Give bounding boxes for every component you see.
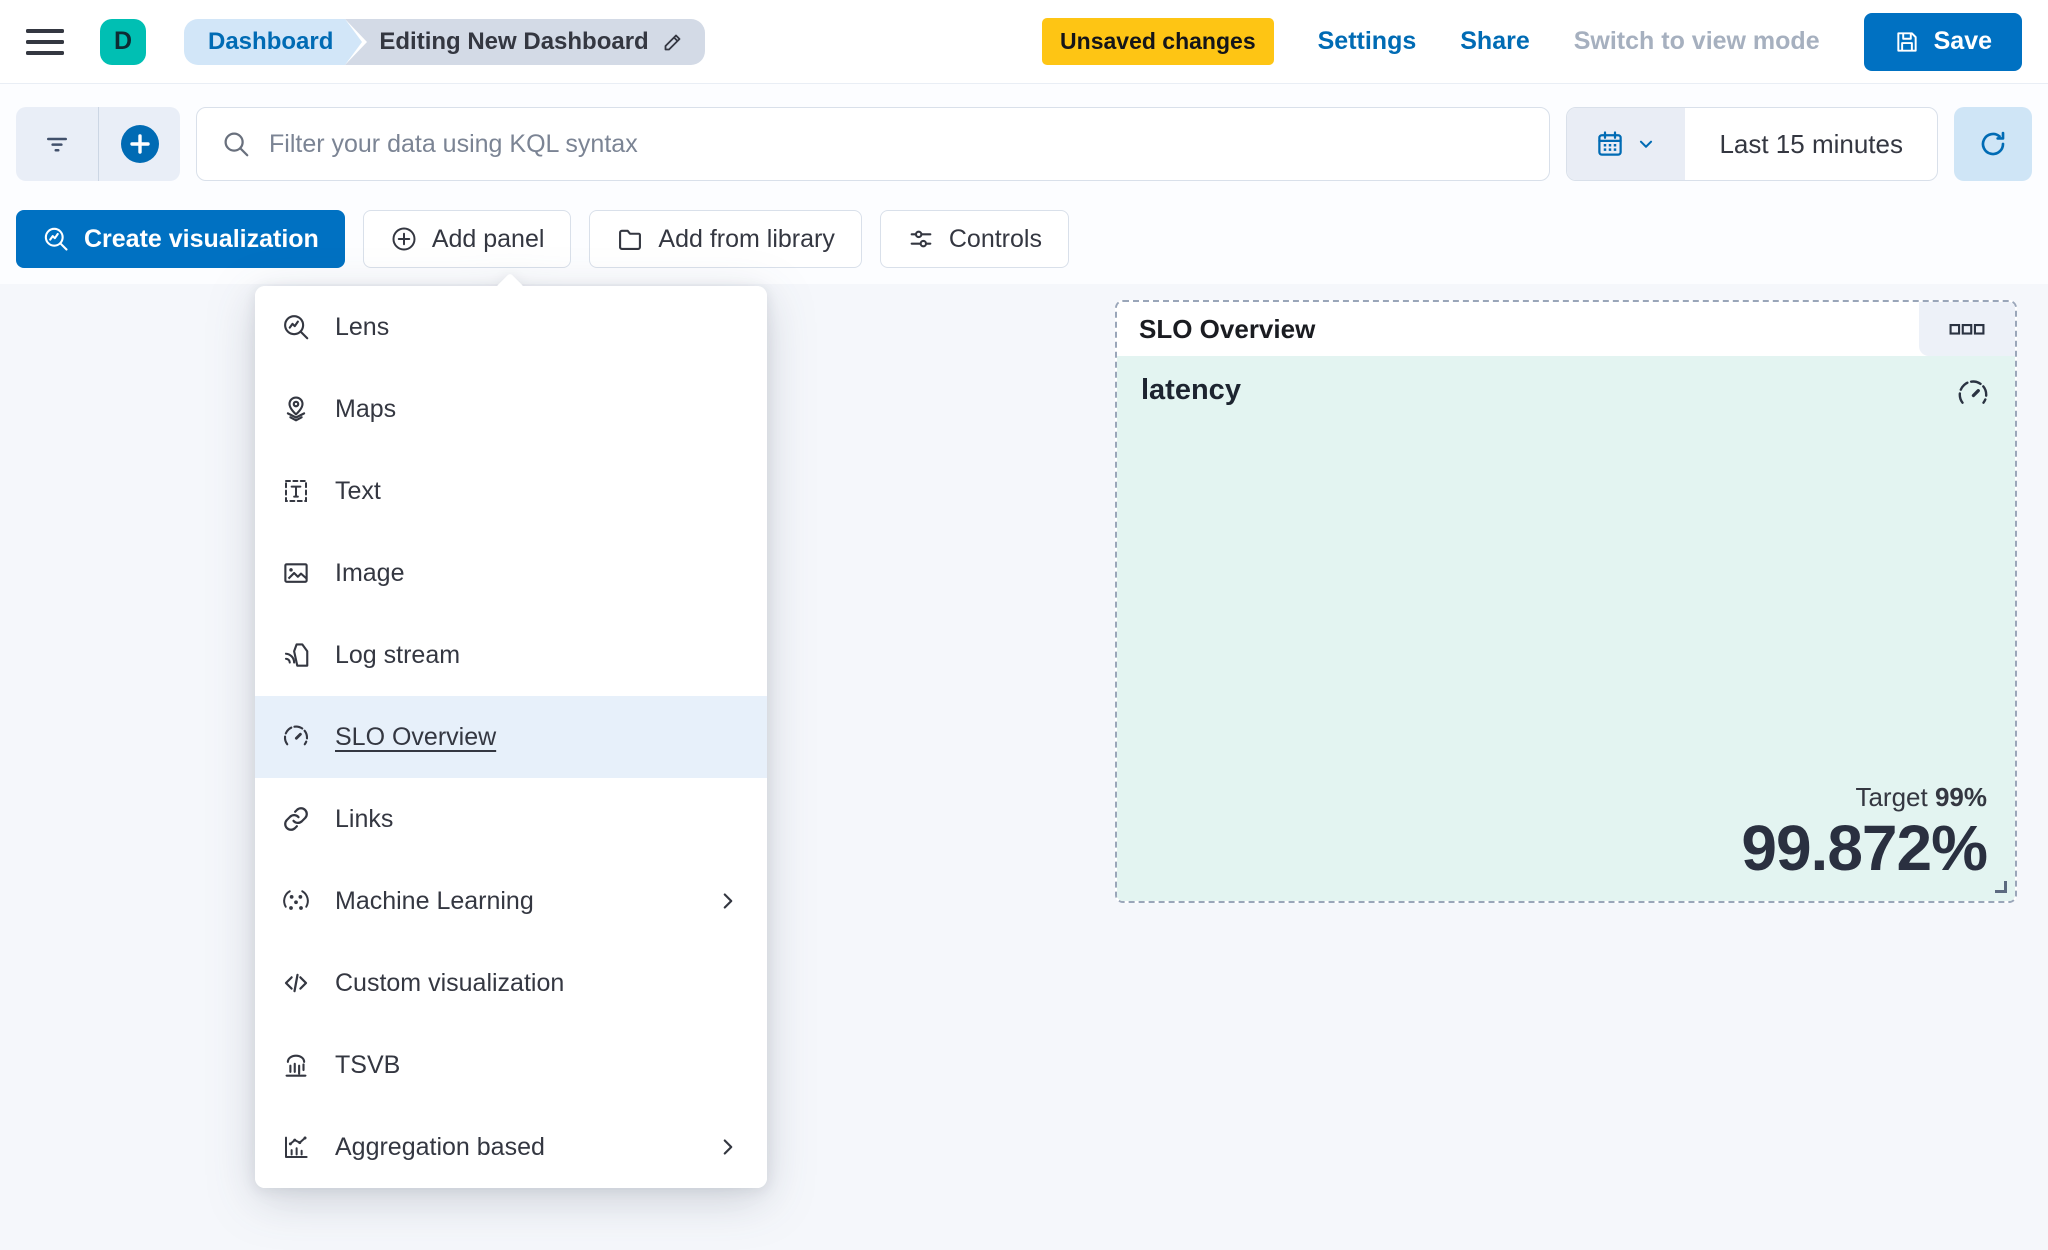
menu-item-label: Custom visualization [335, 968, 565, 997]
share-link[interactable]: Share [1460, 27, 1530, 55]
date-picker: Last 15 minutes [1566, 107, 1938, 181]
add-panel-menu: Lens Maps Text Image [255, 272, 767, 1188]
slo-target-value: 99% [1934, 782, 1987, 813]
menu-item-label: TSVB [335, 1050, 401, 1079]
add-filter-button[interactable] [98, 107, 180, 181]
unsaved-changes-badge: Unsaved changes [1042, 18, 1274, 65]
image-icon [281, 558, 311, 588]
save-button-label: Save [1933, 27, 1992, 55]
edit-pencil-icon [661, 30, 685, 54]
refresh-button[interactable] [1954, 107, 2032, 181]
slo-values: Target 99% 99.872% [1741, 782, 1988, 885]
add-panel-button[interactable]: Add panel [362, 210, 572, 268]
controls-button[interactable]: Controls [879, 210, 1069, 268]
kql-search-box [196, 107, 1551, 181]
menu-item-label: Links [335, 804, 394, 833]
link-icon [281, 804, 311, 834]
menu-item-log-stream[interactable]: Log stream [255, 614, 767, 696]
menu-item-text[interactable]: Text [255, 450, 767, 532]
menu-item-label: Aggregation based [335, 1132, 545, 1161]
slo-current-value: 99.872% [1741, 812, 1988, 885]
menu-item-label: Log stream [335, 640, 461, 669]
menu-item-label: SLO Overview [335, 722, 497, 751]
panel-options-icon [1949, 323, 1985, 336]
save-button[interactable]: Save [1863, 12, 2022, 71]
add-from-library-button[interactable]: Add from library [589, 210, 862, 268]
text-icon [281, 476, 311, 506]
menu-item-aggregation-based[interactable]: Aggregation based [255, 1106, 767, 1188]
create-visualization-label: Create visualization [84, 224, 319, 253]
filter-controls-group [16, 107, 180, 181]
lens-icon [42, 225, 70, 253]
chevron-down-icon [1635, 133, 1657, 155]
lens-icon [281, 312, 311, 342]
panel-options-button[interactable] [1919, 302, 2015, 356]
settings-link[interactable]: Settings [1317, 27, 1417, 55]
menu-item-label: Lens [335, 312, 390, 341]
chevron-right-icon [715, 888, 741, 914]
menu-item-lens[interactable]: Lens [255, 286, 767, 368]
panel-title: SLO Overview [1139, 313, 1316, 344]
breadcrumb-current-label: Editing New Dashboard [379, 27, 649, 55]
add-filter-plus-icon [120, 124, 160, 164]
breadcrumb-current[interactable]: Editing New Dashboard [345, 18, 705, 65]
menu-item-slo-overview[interactable]: SLO Overview [255, 696, 767, 778]
menu-item-maps[interactable]: Maps [255, 368, 767, 450]
slo-target-label: Target [1855, 782, 1928, 813]
menu-item-label: Text [335, 476, 381, 505]
menu-item-label: Image [335, 558, 405, 587]
save-icon [1894, 29, 1920, 55]
tsvb-icon [281, 1050, 311, 1080]
chevron-right-icon [715, 1134, 741, 1160]
folder-icon [616, 225, 644, 253]
time-range-value[interactable]: Last 15 minutes [1719, 128, 1903, 159]
machine-learning-icon [281, 886, 311, 916]
menu-item-custom-visualization[interactable]: Custom visualization [255, 942, 767, 1024]
refresh-icon [1977, 128, 2009, 160]
panel-header: SLO Overview [1117, 302, 2015, 356]
edit-toolbar: Create visualization Add panel Add from … [0, 204, 2048, 284]
calendar-icon [1595, 129, 1625, 159]
controls-label: Controls [948, 224, 1042, 253]
menu-item-image[interactable]: Image [255, 532, 767, 614]
menu-item-tsvb[interactable]: TSVB [255, 1024, 767, 1106]
date-picker-calendar-button[interactable] [1567, 108, 1686, 180]
avatar[interactable]: D [100, 18, 146, 65]
aggregation-icon [281, 1132, 311, 1162]
header-actions: Unsaved changes Settings Share Switch to… [1042, 12, 2022, 71]
header-bar: D Dashboard Editing New Dashboard Unsave… [0, 0, 2048, 84]
create-visualization-button[interactable]: Create visualization [16, 210, 345, 268]
menu-item-links[interactable]: Links [255, 778, 767, 860]
menu-hamburger-icon[interactable] [26, 28, 64, 55]
menu-item-label: Machine Learning [335, 886, 534, 915]
log-stream-icon [281, 640, 311, 670]
slo-overview-panel: SLO Overview latency Target 99% 99.872% [1115, 300, 2017, 903]
filter-button[interactable] [16, 107, 98, 181]
dashboard-canvas: Lens Maps Text Image [0, 272, 2048, 1250]
slo-target-line: Target 99% [1741, 782, 1987, 813]
search-icon [221, 129, 251, 159]
code-icon [281, 968, 311, 998]
menu-item-label: Maps [335, 394, 397, 423]
add-from-library-label: Add from library [658, 224, 835, 253]
query-bar: Last 15 minutes [0, 84, 2048, 204]
filter-icon [42, 129, 72, 159]
switch-view-mode-link[interactable]: Switch to view mode [1573, 27, 1820, 55]
menu-item-machine-learning[interactable]: Machine Learning [255, 860, 767, 942]
panel-resize-handle[interactable] [1995, 881, 2007, 893]
breadcrumb-dashboard[interactable]: Dashboard [184, 18, 368, 65]
kql-search-input[interactable] [269, 129, 1526, 159]
slo-panel-body: latency Target 99% 99.872% [1117, 356, 2015, 901]
sliders-icon [907, 225, 935, 253]
gauge-icon [1955, 376, 1991, 412]
add-panel-label: Add panel [431, 224, 545, 253]
gauge-icon [281, 722, 311, 752]
slo-metric-name: latency [1141, 374, 1241, 406]
breadcrumb: Dashboard Editing New Dashboard [184, 18, 705, 65]
plus-circle-icon [390, 225, 418, 253]
maps-icon [281, 394, 311, 424]
